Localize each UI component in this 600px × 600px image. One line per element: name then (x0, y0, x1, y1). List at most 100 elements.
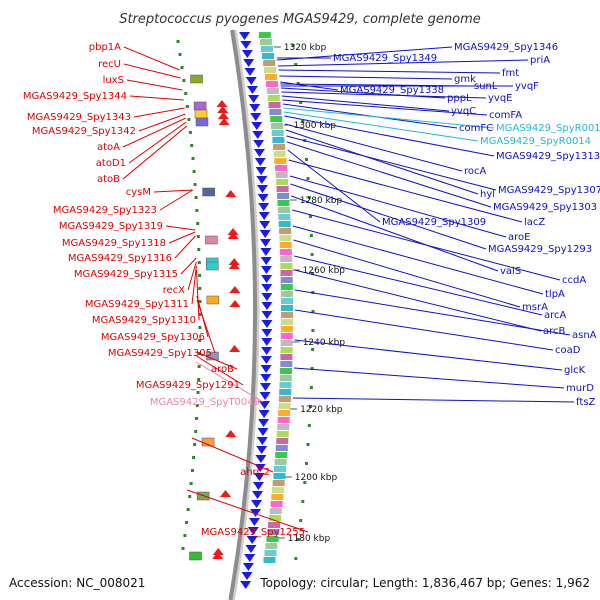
feature-block (280, 333, 293, 339)
tick-mark (305, 158, 308, 161)
feature-block (271, 494, 284, 500)
feature-block (280, 347, 293, 353)
tick-mark (184, 92, 188, 95)
feature-arrow (246, 86, 258, 94)
feature-block (205, 235, 218, 245)
gene-label: arcA (544, 310, 567, 321)
tick-mark (185, 105, 189, 108)
leader-line (287, 149, 381, 223)
feature-arrow (241, 572, 253, 580)
feature-block (263, 60, 276, 66)
leader-line (286, 141, 492, 208)
tick-mark (307, 196, 311, 199)
feature-arrow (212, 548, 224, 555)
tick-mark (195, 417, 199, 420)
gene-label: MGAS9429_Spy1344 (23, 91, 127, 102)
genome-backbone (228, 29, 257, 600)
leader-line (293, 239, 521, 308)
gene-label: MGAS9429_Spy1307 (498, 185, 600, 196)
scale-label: 1220 kbp (300, 405, 343, 415)
gene-label: MGAS9429_Spy1318 (62, 238, 166, 249)
feature-block (274, 459, 287, 465)
feature-arrow (259, 383, 271, 391)
feature-block (272, 480, 285, 486)
feature-arrow (242, 563, 254, 571)
feature-block (277, 417, 290, 423)
leader-line (281, 91, 487, 99)
tick-mark (183, 534, 187, 537)
feature-arrow (252, 491, 264, 499)
feature-block (267, 529, 280, 535)
leader-line (174, 235, 196, 259)
leader-line (159, 189, 193, 211)
tick-mark (197, 261, 201, 264)
leader-line (123, 46, 180, 71)
gene-label: pppL (447, 93, 472, 104)
feature-block (278, 396, 291, 402)
leader-line (294, 309, 554, 351)
feature-arrow (259, 392, 271, 400)
leader-line (289, 175, 507, 238)
leader-line (284, 115, 495, 157)
leader-line (281, 95, 450, 112)
tick-mark (190, 469, 194, 472)
leader-line (196, 299, 216, 354)
leader-line (292, 397, 575, 403)
leader-line (128, 121, 187, 164)
gene-label: comFA (489, 110, 522, 121)
feature-arrow (252, 482, 264, 490)
leader-line (122, 125, 188, 180)
gene-label: sunL (474, 81, 498, 92)
gene-label: MGAS9429_SpyT0049 (150, 397, 260, 408)
leader-line (133, 107, 185, 118)
leader-line (292, 225, 544, 295)
leader-line (283, 111, 479, 142)
gene-label: comFC (459, 123, 493, 134)
feature-arrow (256, 437, 268, 445)
gene-label: MGAS9429_Spy1303 (493, 202, 597, 213)
gene-label: atoA (97, 142, 120, 153)
gene-label: asnA (572, 330, 597, 341)
feature-arrow (219, 490, 231, 497)
tick-mark (192, 170, 196, 173)
gene-label: MGAS9429_Spy1255 (201, 527, 305, 538)
tick-mark (178, 53, 182, 56)
tick-mark (294, 557, 298, 560)
scale-label: 1300 kbp (294, 121, 337, 131)
feature-block (276, 431, 289, 437)
feature-arrow (228, 258, 240, 265)
gene-label: MGAS9429_Spy1310 (92, 315, 196, 326)
tick-mark (190, 144, 194, 147)
feature-block (273, 151, 286, 157)
feature-block (280, 277, 293, 283)
tick-mark (307, 424, 311, 427)
tick-mark (198, 300, 202, 303)
feature-arrow (254, 149, 266, 157)
feature-arrow (227, 228, 239, 235)
feature-arrow (255, 455, 267, 463)
gene-label: MGAS9429_Spy1305 (108, 348, 212, 359)
tick-mark (305, 462, 308, 465)
leader-line (285, 129, 479, 195)
tick-mark (296, 82, 300, 85)
leader-line (277, 59, 529, 67)
tick-mark (291, 44, 295, 47)
feature-arrow (255, 167, 267, 175)
feature-block (280, 368, 292, 374)
leader-line (290, 183, 487, 250)
feature-arrow (243, 59, 255, 67)
gene-label: murD (566, 383, 594, 394)
feature-arrow (256, 446, 268, 454)
gene-label: MGAS9429_Spy1338 (340, 85, 444, 96)
leader-line (294, 289, 571, 336)
gene-label: MGAS9429_Spy1306 (101, 332, 205, 343)
feature-arrow (261, 347, 273, 355)
feature-block (275, 445, 288, 451)
tick-mark (310, 367, 314, 370)
tick-mark (176, 40, 180, 43)
feature-block (265, 543, 278, 549)
leader-line (284, 123, 463, 172)
feature-arrow (228, 262, 240, 269)
feature-arrow (250, 509, 262, 517)
